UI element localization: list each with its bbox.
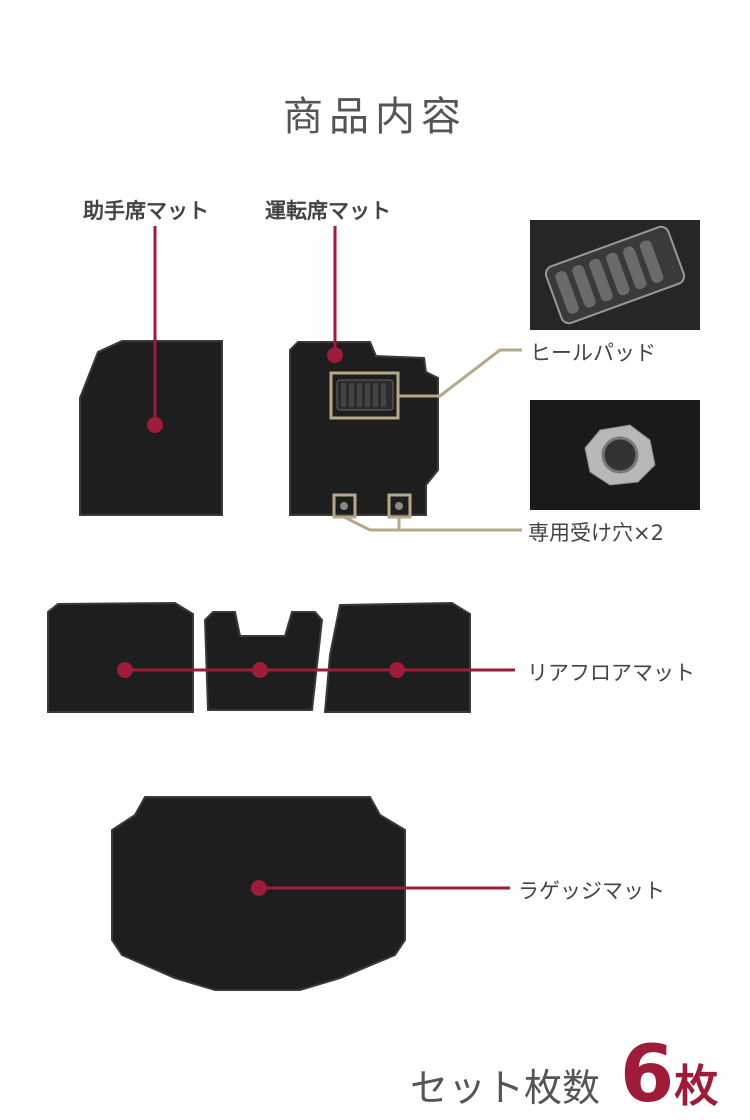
- label-heel-pad: ヒールパッド: [530, 341, 656, 365]
- driver-mat: [289, 341, 439, 516]
- heel-pad-graphic: [336, 379, 394, 411]
- label-holes: 専用受け穴×2: [528, 521, 664, 545]
- label-driver-mat: 運転席マット: [265, 199, 391, 223]
- label-passenger-mat: 助手席マット: [83, 199, 209, 223]
- set-count-value: 6: [620, 1030, 675, 1120]
- label-luggage-mat: ラゲッジマット: [518, 879, 665, 903]
- set-count: セット枚数 6枚: [410, 1030, 718, 1120]
- set-count-unit: 枚: [674, 1061, 719, 1112]
- rear-mat-center: [203, 611, 324, 711]
- set-count-label: セット枚数: [410, 1066, 601, 1110]
- hole-photo: [530, 400, 700, 510]
- page-title: 商品内容: [283, 94, 467, 140]
- heel-pad-photo: [530, 220, 700, 330]
- label-rear-mat: リアフロアマット: [527, 661, 695, 685]
- rear-mat-right: [323, 601, 471, 713]
- pointer-lines: [117, 226, 515, 896]
- callout-lines: [329, 348, 522, 532]
- rear-mat-left: [47, 601, 194, 713]
